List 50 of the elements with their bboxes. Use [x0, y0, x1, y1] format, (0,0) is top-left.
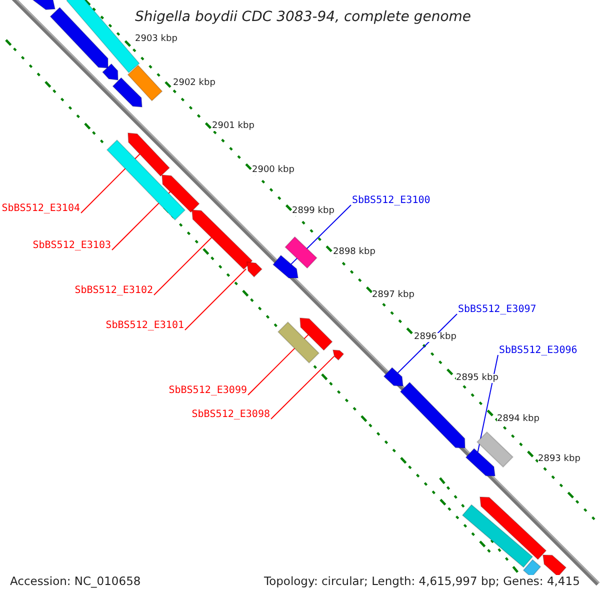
scale-tick-label: 2893 kbp	[538, 455, 580, 464]
gene-feature	[479, 496, 547, 560]
gene-label: SbBS512_E3102	[74, 286, 153, 296]
gene-feature	[30, 0, 56, 10]
leader-line	[154, 237, 212, 296]
gene-label: SbBS512_E3100	[352, 196, 430, 206]
map-title: Shigella boydii CDC 3083-94, complete genome	[135, 10, 472, 24]
gene-feature	[112, 77, 143, 108]
gene-track-block	[106, 139, 186, 221]
leader-line	[270, 356, 335, 420]
scale-tick-label: 2900 kbp	[252, 166, 294, 175]
scale-tick-label: 2894 kbp	[497, 415, 540, 424]
gene-feature	[127, 132, 170, 177]
gene-track-block	[277, 321, 320, 364]
gene-track-block	[476, 431, 514, 468]
footer-text: Topology: circular; Length: 4,615,997 bp; Genes: 4,415	[262, 575, 582, 588]
gene-label: SbBS512_E3099	[168, 386, 247, 396]
gene-label: SbBS512_E3104	[2, 204, 80, 214]
scale-tick-label: 2901 kbp	[212, 122, 254, 131]
gene-feature	[299, 317, 333, 351]
gene-feature	[191, 209, 253, 270]
gene-feature	[465, 448, 496, 477]
scale-tick-label: 2898 kbp	[333, 248, 376, 257]
scale-tick-label: 2895 kbp	[456, 374, 498, 383]
gene-track-block	[522, 559, 542, 578]
scale-tick-label: 2902 kbp	[173, 79, 216, 88]
gene-label: SbBS512_E3098	[192, 410, 270, 420]
gene-label: SbBS512_E3101	[106, 321, 184, 331]
leader-line	[184, 268, 247, 330]
gene-label: SbBS512_E3096	[499, 346, 578, 356]
gene-track-block	[127, 64, 163, 102]
gene-feature	[246, 261, 263, 278]
gene-feature	[272, 254, 299, 278]
gene-track-block	[284, 236, 318, 269]
gene-feature	[50, 6, 108, 69]
scale-tick-label: 2903 kbp	[135, 35, 178, 44]
gene-feature	[400, 382, 466, 449]
gene-feature	[542, 554, 567, 578]
gene-label: SbBS512_E3103	[32, 241, 111, 251]
footer-text: Accession: NC_010658	[8, 575, 143, 588]
gene-track-block	[462, 504, 534, 568]
leader-line	[477, 354, 498, 452]
gene-feature	[102, 63, 119, 81]
scale-tick-label: 2896 kbp	[414, 333, 456, 342]
scale-tick-label: 2899 kbp	[292, 207, 334, 216]
gene-feature	[161, 174, 200, 213]
gene-feature	[383, 366, 404, 387]
gene-feature	[332, 349, 344, 361]
gene-label: SbBS512_E3097	[458, 305, 536, 315]
scale-tick-label: 2897 kbp	[372, 291, 414, 300]
